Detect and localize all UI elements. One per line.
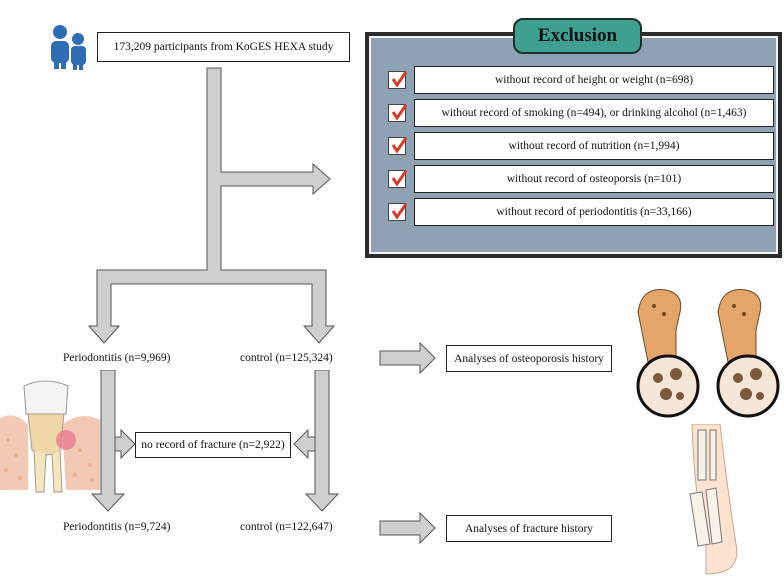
participants-box: 173,209 participants from KoGES HEXA stu… [97, 32, 350, 62]
tooth-illustration-icon [0, 380, 100, 493]
to-osteo-analysis-arrow [379, 341, 436, 375]
from-control-arrow [293, 428, 316, 460]
exclusion-item: without record of osteoporsis (n=101) [414, 165, 774, 193]
checkbox-icon [388, 170, 408, 188]
checkbox-icon [388, 71, 408, 89]
osteoporosis-analysis-box: Analyses of osteoporosis history [446, 345, 612, 372]
exclusion-item: without record of smoking (n=494), or dr… [414, 99, 774, 127]
main-trunk-arrow [87, 67, 336, 344]
perio-down-arrow [90, 369, 126, 512]
checkbox-icon [388, 137, 408, 155]
to-no-record-arrow [114, 428, 136, 460]
exclusion-title: Exclusion [513, 18, 642, 54]
no-fracture-box: no record of fracture (n=2,922) [135, 432, 291, 458]
checkbox-icon [388, 203, 408, 221]
to-fracture-analysis-arrow [379, 511, 436, 545]
exclusion-item: without record of nutrition (n=1,994) [414, 132, 774, 160]
checkbox-icon [388, 104, 408, 122]
exclusion-item: without record of periodontitis (n=33,16… [414, 198, 774, 226]
control-group-2: control (n=122,647) [240, 515, 376, 539]
people-icon [51, 25, 86, 70]
fracture-analysis-box: Analyses of fracture history [446, 515, 612, 542]
control-down-arrow [304, 369, 340, 512]
control-group-1: control (n=125,324) [240, 346, 376, 370]
periodontitis-group-2: Periodontitis (n=9,724) [63, 515, 193, 539]
exclusion-item: without record of height or weight (n=69… [414, 66, 774, 94]
osteoporosis-bone-icon [636, 288, 780, 418]
periodontitis-group-1: Periodontitis (n=9,969) [63, 346, 193, 370]
participants-label: 173,209 participants from KoGES HEXA stu… [113, 41, 334, 53]
leg-fracture-icon [689, 424, 738, 575]
